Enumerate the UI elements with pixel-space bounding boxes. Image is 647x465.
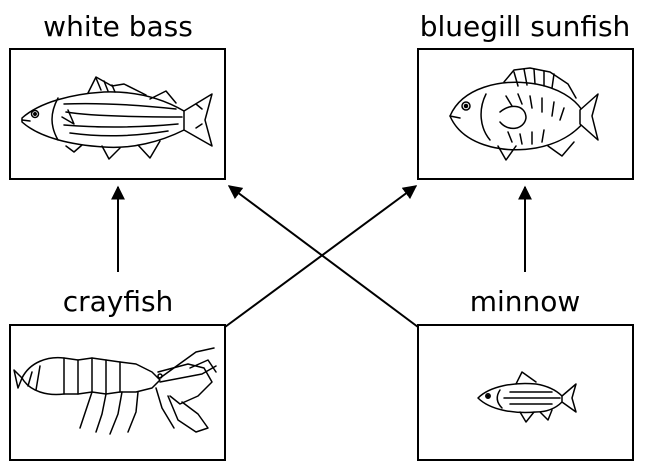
arrow-minnow-to-white-bass bbox=[229, 186, 418, 327]
white-bass-label: white bass bbox=[43, 10, 193, 43]
bluegill-sunfish-label: bluegill sunfish bbox=[420, 10, 631, 43]
arrow-crayfish-to-bluegill bbox=[225, 186, 416, 327]
crayfish-label: crayfish bbox=[63, 285, 174, 318]
minnow-label: minnow bbox=[470, 285, 581, 318]
